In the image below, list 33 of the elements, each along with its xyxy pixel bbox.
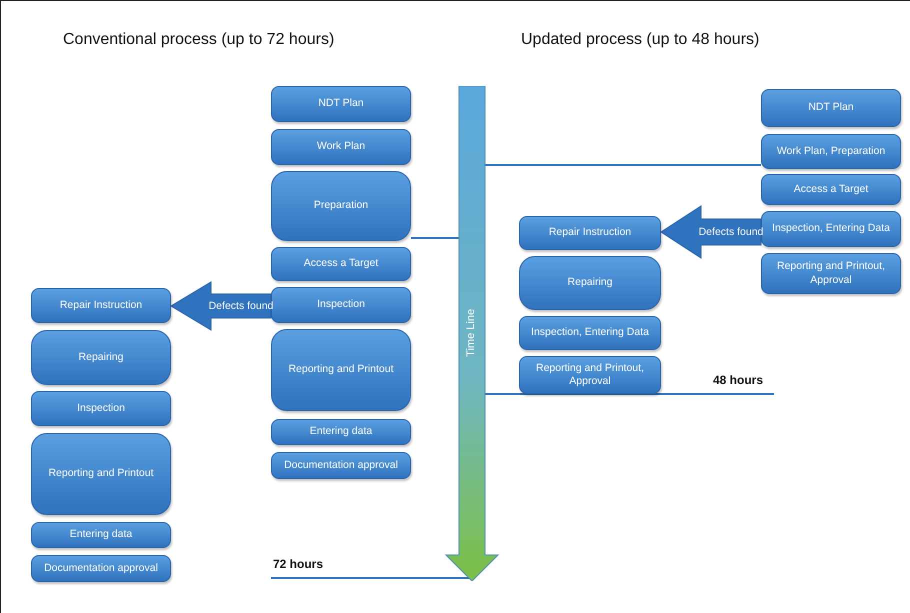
process-box: Reporting and Printout, Approval bbox=[519, 356, 661, 394]
process-box: Repairing bbox=[519, 256, 661, 310]
process-box: Repair Instruction bbox=[31, 288, 171, 323]
process-box: Preparation bbox=[271, 171, 411, 241]
process-box: Entering data bbox=[31, 522, 171, 548]
time-label: 72 hours bbox=[273, 557, 324, 571]
process-box: NDT Plan bbox=[761, 89, 901, 127]
process-box: NDT Plan bbox=[271, 86, 411, 122]
process-box: Repairing bbox=[31, 330, 171, 385]
process-box: Work Plan, Preparation bbox=[761, 134, 901, 169]
process-box: Inspection, Entering Data bbox=[519, 316, 661, 350]
process-box: Documentation approval bbox=[31, 555, 171, 582]
process-box: Documentation approval bbox=[271, 452, 411, 479]
process-box: Reporting and Printout bbox=[271, 329, 411, 411]
process-box: Access a Target bbox=[271, 247, 411, 281]
connector-line bbox=[485, 164, 761, 166]
process-box: Inspection bbox=[31, 391, 171, 426]
process-box: Reporting and Printout bbox=[31, 433, 171, 515]
timeline-label: Time Line bbox=[465, 308, 478, 359]
section-heading: Conventional process (up to 72 hours) bbox=[63, 31, 334, 49]
section-heading: Updated process (up to 48 hours) bbox=[521, 31, 760, 49]
process-box: Access a Target bbox=[761, 174, 901, 205]
edge-label: Defects found bbox=[698, 226, 764, 238]
process-box: Work Plan bbox=[271, 129, 411, 165]
time-label: 48 hours bbox=[713, 373, 764, 387]
process-box: Repair Instruction bbox=[519, 216, 661, 250]
block-arrow bbox=[660, 205, 762, 259]
process-box: Entering data bbox=[271, 419, 411, 445]
connector-line bbox=[411, 237, 459, 239]
edge-label: Defects found bbox=[208, 300, 274, 312]
timeline-arrow bbox=[445, 86, 499, 581]
process-box: Reporting and Printout, Approval bbox=[761, 253, 901, 294]
block-arrow bbox=[170, 281, 272, 331]
